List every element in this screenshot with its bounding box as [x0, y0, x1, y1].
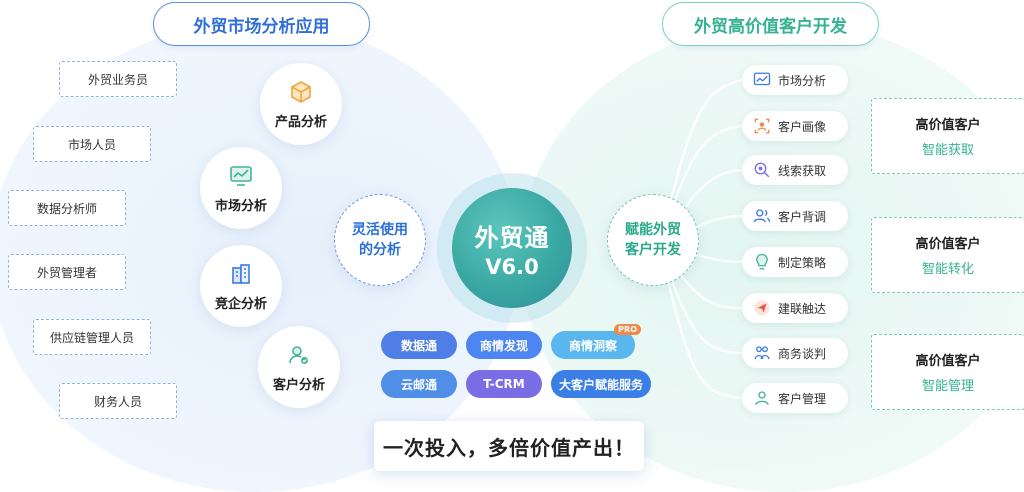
analysis-customer: 客户分析	[258, 326, 340, 408]
value-box-subtitle: 智能转化	[921, 262, 974, 277]
analysis-product: 产品分析	[260, 63, 342, 145]
user-icon	[752, 388, 772, 408]
center-name: 外贸通	[474, 223, 550, 252]
product-tag[interactable]: 云邮通	[381, 370, 457, 398]
feature-pill: 客户背调	[742, 201, 848, 231]
feature-pill: 制定策略	[742, 247, 848, 277]
role-item: 财务人员	[59, 383, 177, 419]
box-icon	[288, 79, 314, 105]
chart-icon	[752, 70, 772, 90]
center-product-badge: 外贸通 V6.0	[452, 188, 572, 308]
mid-right-line1: 赋能外贸	[625, 222, 681, 238]
feature-label: 客户背调	[778, 209, 827, 224]
monitor-chart-icon	[228, 163, 254, 189]
product-tag-label: 商情洞察	[568, 338, 617, 353]
product-tag[interactable]: 大客户赋能服务	[551, 370, 651, 398]
mid-left-line1: 灵活使用	[352, 222, 408, 238]
product-tag[interactable]: T-CRM	[466, 370, 542, 398]
value-box-title: 高价值客户	[915, 118, 981, 133]
users-icon	[752, 206, 772, 226]
analysis-label: 客户分析	[272, 377, 325, 393]
bulb-icon	[752, 252, 772, 272]
right-section-title: 外贸高价值客户开发	[662, 2, 879, 46]
send-icon	[752, 298, 772, 318]
analysis-label: 竞企分析	[214, 296, 267, 312]
product-tag-insight[interactable]: 商情洞察 PRO	[551, 324, 641, 359]
role-item: 数据分析师	[8, 190, 126, 226]
feature-label: 客户管理	[778, 391, 827, 406]
feature-pill: 线索获取	[742, 155, 848, 185]
feature-pill: 市场分析	[742, 65, 848, 95]
empower-badge: 赋能外贸 客户开发	[607, 194, 699, 286]
value-box: 高价值客户 智能管理	[871, 334, 1024, 410]
feature-pill: 商务谈判	[742, 338, 848, 368]
product-tag[interactable]: 数据通	[381, 331, 457, 359]
feature-pill: 客户画像	[742, 111, 848, 141]
feature-label: 商务谈判	[778, 346, 827, 361]
role-item: 市场人员	[33, 126, 151, 162]
handshake-icon	[752, 343, 772, 363]
center-version: V6.0	[485, 254, 539, 279]
feature-label: 制定策略	[778, 255, 827, 270]
mid-left-line2: 的分析	[359, 242, 401, 258]
feature-label: 市场分析	[778, 73, 827, 88]
value-box-title: 高价值客户	[915, 237, 981, 252]
analysis-label: 产品分析	[274, 114, 327, 130]
analysis-label: 市场分析	[214, 198, 267, 214]
search-lead-icon	[752, 160, 772, 180]
role-item: 外贸管理者	[8, 254, 126, 290]
value-box: 高价值客户 智能转化	[871, 217, 1024, 293]
portrait-icon	[752, 116, 772, 136]
building-icon	[228, 261, 254, 287]
pro-badge: PRO	[614, 324, 641, 335]
value-box-subtitle: 智能获取	[921, 143, 974, 158]
slogan: 一次投入，多倍价值产出！	[374, 421, 644, 471]
left-section-title: 外贸市场分析应用	[153, 2, 370, 46]
product-tag[interactable]: 商情发现	[466, 331, 542, 359]
user-check-icon	[286, 342, 312, 368]
analysis-competitor: 竞企分析	[200, 245, 282, 327]
value-box-subtitle: 智能管理	[921, 379, 974, 394]
flexible-use-badge: 灵活使用 的分析	[334, 194, 426, 286]
feature-label: 客户画像	[778, 119, 827, 134]
role-item: 供应链管理人员	[33, 319, 151, 355]
value-box: 高价值客户 智能获取	[871, 98, 1024, 174]
feature-pill: 建联触达	[742, 293, 848, 323]
value-box-title: 高价值客户	[915, 354, 981, 369]
feature-label: 线索获取	[778, 163, 827, 178]
feature-label: 建联触达	[778, 301, 827, 316]
mid-right-line2: 客户开发	[625, 242, 681, 258]
feature-pill: 客户管理	[742, 383, 848, 413]
role-item: 外贸业务员	[59, 61, 177, 97]
analysis-market: 市场分析	[200, 147, 282, 229]
